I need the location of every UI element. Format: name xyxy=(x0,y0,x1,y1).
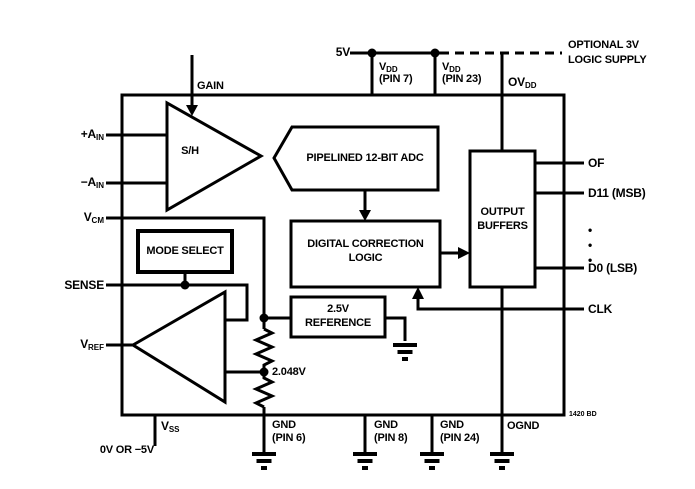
adc-block xyxy=(272,125,440,192)
junction-dot xyxy=(259,313,269,323)
reference-amplifier-triangle xyxy=(130,289,227,405)
figure-id-label: 1420 BD xyxy=(569,411,597,418)
pin-ain-minus-label: −AIN xyxy=(80,175,104,190)
junction-dot xyxy=(367,48,377,58)
junction-dot xyxy=(259,367,269,377)
ovdd-label: OVDD xyxy=(508,75,537,90)
pin-of-label: OF xyxy=(588,156,605,170)
gain-label: GAIN xyxy=(197,80,224,92)
pin-d0-label: D0 (LSB) xyxy=(588,261,638,275)
resistor-lower xyxy=(252,372,276,409)
pin-clk-label: CLK xyxy=(588,302,613,316)
vcm-wire xyxy=(106,216,266,329)
pin-vcm-label: VCM xyxy=(83,210,104,225)
pin-sense-label: SENSE xyxy=(64,278,104,292)
adc-to-correction-arrowhead xyxy=(359,210,371,221)
vdd-pin23-label: VDD (PIN 23) xyxy=(442,61,482,85)
gnd-pin24-label: GND(PIN 24) xyxy=(440,419,480,444)
clk-arrowhead xyxy=(412,287,424,299)
vdd-pin7-label: VDD (PIN 7) xyxy=(379,61,413,85)
pin-ain-plus-label: +AIN xyxy=(80,127,104,142)
adc-label: PIPELINED 12-BIT ADC xyxy=(306,152,424,164)
chip-outline xyxy=(120,93,566,417)
gain-arrowhead xyxy=(186,105,198,116)
bit-ellipsis: • • • xyxy=(588,223,593,267)
tap-voltage-label: 2.048V xyxy=(272,366,306,378)
ground-symbol xyxy=(351,452,379,470)
gnd-pin6-label: GND(PIN 6) xyxy=(272,419,306,444)
resistor-upper xyxy=(252,327,276,372)
ognd-label: OGND xyxy=(507,420,540,432)
reference-ground-wire xyxy=(385,316,407,341)
pin-vss-label: VSS xyxy=(161,419,180,434)
ground-symbol xyxy=(391,343,419,361)
clk-wire xyxy=(416,297,584,311)
vss-note-label: 0V OR −5V xyxy=(99,444,154,456)
junction-dot xyxy=(430,48,440,58)
sense-wire xyxy=(106,283,249,322)
pin-vref-label: VREF xyxy=(80,337,104,352)
ground-symbol xyxy=(250,452,278,470)
gnd-pin8-label: GND(PIN 8) xyxy=(374,419,408,444)
sample-hold-label: S/H xyxy=(181,145,199,157)
junction-dot xyxy=(180,280,190,290)
ground-symbol xyxy=(418,452,446,470)
correction-to-buffers-arrowhead xyxy=(458,247,470,259)
mode-select-label: MODE SELECT xyxy=(146,245,224,257)
supply-5v-label: 5V xyxy=(335,45,350,59)
ground-symbol xyxy=(488,452,516,470)
pin-d11-label: D11 (MSB) xyxy=(588,186,646,200)
sample-hold-triangle xyxy=(165,100,265,213)
